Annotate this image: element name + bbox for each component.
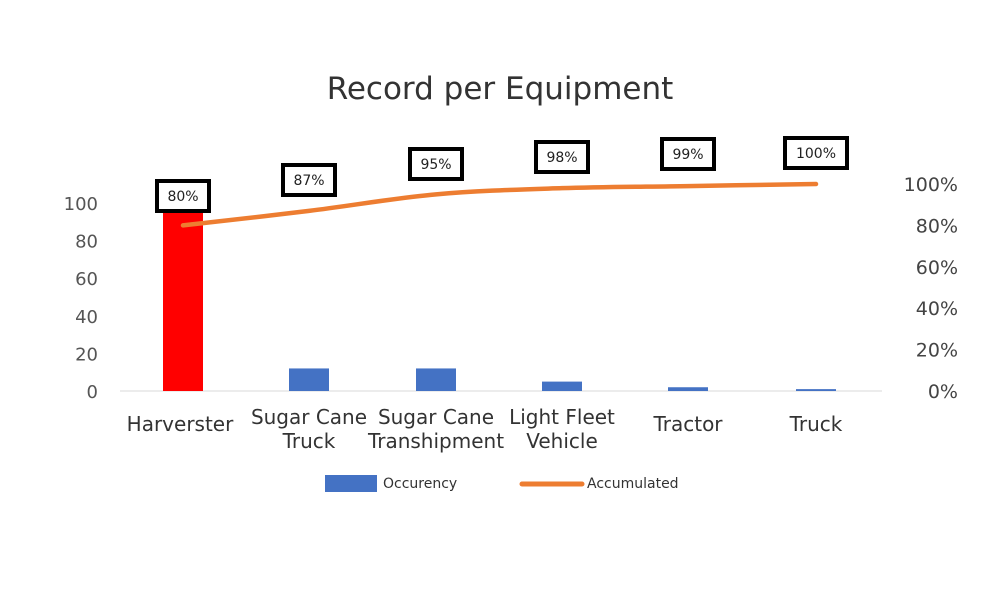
occurency-bar [668, 387, 708, 391]
left-tick-label: 60 [75, 269, 98, 290]
accumulated-label-box [281, 163, 337, 197]
occurency-bar [289, 368, 329, 391]
occurency-bar [416, 368, 456, 391]
accumulated-label-box [155, 179, 211, 213]
accumulated-line [180, 181, 819, 228]
right-tick-label: 60% [916, 257, 958, 279]
category-label: Tractor [652, 412, 723, 436]
left-tick-label: 20 [75, 344, 98, 365]
left-tick-label: 80 [75, 232, 98, 253]
right-tick-label: 80% [916, 215, 958, 237]
right-tick-label: 100% [904, 174, 958, 196]
accumulated-line-path [180, 181, 819, 228]
legend-swatch-occurency [325, 475, 377, 492]
left-tick-label: 0 [87, 382, 98, 403]
accumulated-data-label: 95% [420, 157, 451, 173]
legend-label-accumulated: Accumulated [587, 476, 679, 492]
accumulated-label-box [534, 140, 590, 174]
category-label: Truck [789, 412, 843, 436]
right-axis: 0% 20% 40% 60% 80% 100% [904, 174, 958, 403]
category-label: Harverster [127, 412, 234, 436]
left-axis: 0 20 40 60 80 100 [64, 194, 98, 403]
accumulated-label-box [660, 137, 716, 171]
accumulated-label-box [783, 136, 849, 170]
accumulated-data-label: 99% [672, 147, 703, 163]
occurency-bar [542, 381, 582, 391]
accumulated-data-label: 100% [796, 146, 836, 162]
accumulated-data-label: 98% [546, 150, 577, 166]
accumulated-data-labels: 80% 87% 95% 98% 99% 100% [155, 136, 849, 213]
right-tick-label: 0% [928, 381, 958, 403]
accumulated-label-box [408, 147, 464, 181]
legend-label-occurency: Occurency [383, 476, 457, 492]
right-tick-label: 20% [916, 340, 958, 362]
accumulated-data-label: 87% [293, 173, 324, 189]
occurency-bar [796, 389, 836, 391]
chart-title: Record per Equipment [327, 71, 674, 107]
left-tick-label: 40 [75, 307, 98, 328]
occurency-bar [163, 210, 203, 391]
right-tick-label: 40% [916, 298, 958, 320]
occurency-bars [163, 210, 836, 391]
legend: Occurency Accumulated [325, 475, 679, 492]
left-tick-label: 100 [64, 194, 98, 215]
accumulated-data-label: 80% [167, 189, 198, 205]
